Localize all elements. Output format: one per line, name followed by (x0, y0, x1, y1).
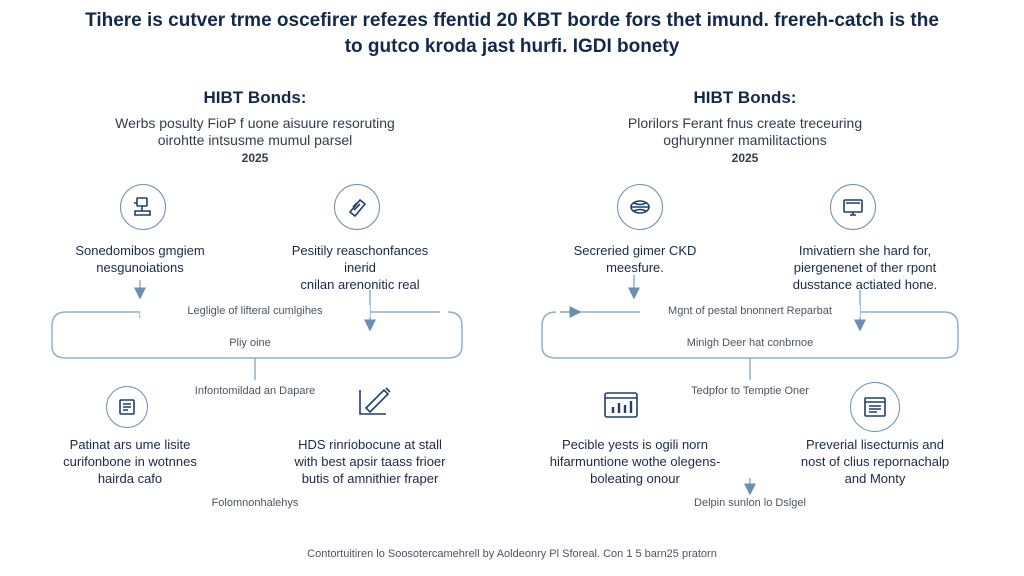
left-node-1-line-2: nesgunoiations (96, 260, 184, 275)
right-node-2-line-1: Imivatiern she hard for, (798, 243, 932, 258)
document-icon (106, 386, 148, 428)
right-node-4-line-3: and Monty (844, 471, 906, 486)
left-subtitle-line-2: oirohtte intsusme mumul parsel (157, 132, 353, 148)
ticket-icon (334, 184, 380, 230)
right-node-4-label: Preverial lisecturnis and nost of clius … (775, 436, 975, 487)
right-subtitle-line-1: Plorilors Ferant fnus create treceuring (627, 115, 863, 131)
right-node-3-label: Pecible yests is ogili norn hifarmuntion… (530, 436, 740, 487)
right-caption-4: Delpin sunlon lo Dslgel (670, 497, 830, 509)
right-caption-3: Tedpfor to Temptie Oner (691, 385, 809, 397)
right-node-2-line-2: piergenenet of ther rpont (793, 260, 937, 275)
right-subtitle-line-2: oghurynner mamilitactions (663, 132, 827, 148)
left-node-1-label: Sonedomibos gmgiem nesgunoiations (40, 242, 240, 276)
title-line-2: to gutco kroda jast hurfi. IGDI bonety (344, 36, 680, 57)
right-node-4-line-1: Preverial lisecturnis and (805, 437, 944, 452)
left-node-4-line-3: butis of amnithier fraper (301, 471, 439, 486)
right-year: 2025 (731, 151, 759, 165)
left-node-4-line-1: HDS rinriobocune at stall (298, 437, 442, 452)
left-heading: HIBT Bonds: (203, 88, 307, 107)
left-node-4-line-2: with best apsir taass frioer (294, 454, 446, 469)
globe-icon (617, 184, 663, 230)
pen-chart-icon (356, 384, 398, 420)
window-icon (850, 382, 900, 432)
right-node-2-label: Imivatiern she hard for, piergenenet of … (760, 242, 970, 293)
title-line-1: Tihere is cutver trme oscefirer refezes … (85, 10, 939, 31)
monitor-icon (830, 184, 876, 230)
left-node-2-line-2: inerid (344, 260, 376, 275)
left-node-2-line-3: cnilan arenonitic real (300, 277, 420, 292)
left-subtitle-line-1: Werbs posulty FioP f uone aisuure resoru… (115, 115, 395, 131)
right-node-3-line-3: boleating onour (590, 471, 680, 486)
left-node-3-line-1: Patinat ars ume lisite (69, 437, 191, 452)
bar-chart-icon (602, 390, 640, 420)
left-node-2-label: Pesitily reaschonfances inerid cnilan ar… (260, 242, 460, 293)
left-caption-3: Infontomildad an Dapare (194, 385, 316, 397)
right-node-3-line-1: Pecible yests is ogili norn (562, 437, 708, 452)
page-title: Tihere is cutver trme oscefirer refezes … (20, 8, 1004, 60)
right-heading: HIBT Bonds: (693, 88, 797, 107)
right-node-1-line-1: Secreried gimer CKD (573, 243, 697, 258)
left-node-2-line-1: Pesitily reaschonfances (291, 243, 429, 258)
right-node-1-line-2: meesfure. (606, 260, 664, 275)
right-node-1-label: Secreried gimer CKD meesfure. (540, 242, 730, 276)
left-caption-2: Pliy oine (229, 337, 271, 349)
right-caption-1: Mgnt of pestal bnonnert Reparbat (640, 305, 860, 317)
stamp-icon (120, 184, 166, 230)
left-node-4-label: HDS rinriobocune at stall with best apsi… (270, 436, 470, 487)
left-caption-4: Folomnonhalehys (211, 497, 299, 509)
left-node-3-line-3: hairda cafo (97, 471, 163, 486)
right-node-4-line-2: nost of clius repornachalp (800, 454, 950, 469)
left-year: 2025 (241, 151, 269, 165)
left-node-3-label: Patinat ars ume lisite curifonbone in wo… (30, 436, 230, 487)
left-caption-1: Legligle of lifteral cumlgihes (140, 305, 370, 317)
right-subtitle: Plorilors Ferant fnus create treceuring … (580, 115, 910, 149)
left-subtitle: Werbs posulty FioP f uone aisuure resoru… (70, 115, 440, 149)
right-node-2-line-3: dusstance actiated hone. (792, 277, 938, 292)
footer-note: Contortuitiren lo Soosotercamehrell by A… (307, 548, 717, 560)
right-caption-2: Minigh Deer hat conbrnoe (686, 337, 814, 349)
left-node-1-line-1: Sonedomibos gmgiem (75, 243, 205, 258)
right-node-3-line-2: hifarmuntione wothe olegens- (549, 454, 721, 469)
left-node-3-line-2: curifonbone in wotnnes (63, 454, 197, 469)
